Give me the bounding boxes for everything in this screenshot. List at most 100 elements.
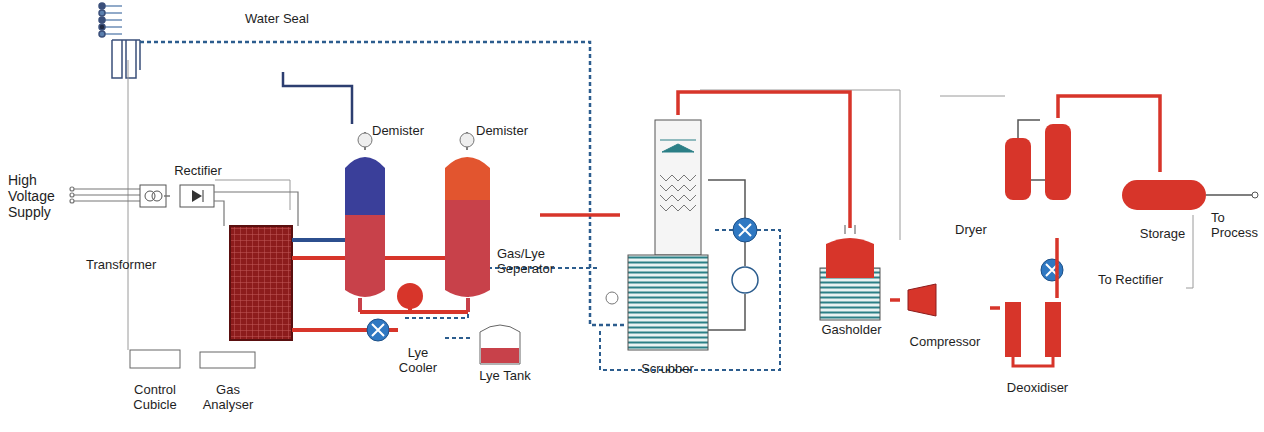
dryer-vessel-part [1018,120,1045,180]
oxygen-separator-part [345,215,385,297]
equipment-label: Deoxidiser [1007,381,1068,396]
gasholder-vessel-part [826,238,874,278]
pipe-connector [1058,96,1160,172]
lye-pump-part [372,324,384,336]
pipe-connector [540,213,620,217]
oxygen-separator-part [345,157,385,215]
equipment-label: Storage [1140,227,1186,242]
scrubber-box: Scrubber [620,115,715,377]
scrubber-vessel-part [606,292,618,304]
equipment-label: Lye Cooler [395,346,441,376]
gasholder-box: Gasholder [813,228,890,338]
storage-box: Storage [1115,172,1210,242]
dryer-box: Dryer [955,118,1075,238]
deoxidiser-vessel-part [1005,302,1021,357]
deoxidiser-box: Deoxidiser [1000,298,1075,396]
scrubber-vessel-part [660,140,696,152]
equipment-label: Compressor [910,335,981,350]
compressor-symbol [908,284,936,316]
signal-wire-part [128,60,129,350]
scrubber-vessel-part [655,120,701,255]
electrolyser-stack [230,226,292,340]
scrubber-vessel-part [708,180,745,330]
supply-wire-part [70,193,74,197]
equipment-label: Dryer [955,223,987,238]
equipment-label: Water Seal [245,12,309,27]
dryer-vessel-part [1005,138,1031,200]
storage-vessel-part [1122,180,1206,210]
rectifier-box: Rectifier [170,164,226,208]
bubbler-set-part [112,39,140,41]
rectifier-symbol-part [203,190,204,202]
storage-vessel-part [1206,194,1252,196]
hydrogen-separator-part [466,298,470,312]
equipment-label: Gasholder [822,323,882,338]
scrubber-vessel [606,120,758,350]
supply-wire-part [70,199,74,203]
bubbler-set-part [99,24,105,30]
outlet-label: To Process [1211,211,1261,241]
oxygen-separator [345,132,385,312]
supply-wire-part [72,189,140,201]
oxygen-separator-part [358,133,372,147]
gas-pump [1041,259,1063,281]
equipment-label: Gas Analyser [196,383,260,413]
water-seal-box: Water Seal [232,12,322,72]
lye-cooler-box: Lye Cooler [392,284,444,376]
equipment-label: Transformer [86,258,156,273]
rectifier-symbol-part [180,185,214,207]
gas-pump-part [1041,259,1063,281]
dryer-vessel-part [1045,124,1071,200]
equipment-label: Demister [476,124,528,139]
control-cubicle-box [130,350,180,368]
scrubber-vessel-part [660,175,696,211]
pipe-connector [164,195,170,197]
dc-wire [214,192,298,226]
lye-pump [367,319,389,341]
equipment-label: Lye Tank [479,369,530,384]
supply-wire-part [70,187,74,191]
gas-analyser-box [200,352,255,368]
scrubber-vessel-part [628,255,708,350]
lye-tank-vessel-part [481,348,519,363]
equipment-label: Demister [372,124,424,139]
storage-vessel-part [1252,192,1258,198]
scrubber-vessel-part [732,267,758,293]
dryer-vessel [1005,120,1071,200]
return-label: To Rectifier [1098,273,1163,288]
hydrogen-separator-part [445,157,490,200]
separator-label: Gas/Lye Seperator [497,247,579,277]
transformer-box: Transformer [86,183,164,273]
gas-analyser-box: Gas Analyser [193,349,263,413]
pipe-connector [283,72,352,124]
hydrogen-separator [445,132,490,312]
lye-tank-vessel [480,325,520,364]
lye-tank-box: Lye Tank [470,316,540,384]
scrubber-vessel-part [733,218,757,242]
pipe-connector [990,306,1000,310]
signal-wire-part [1186,215,1193,288]
signal-wire [128,60,1193,350]
bubbler-set-part [99,31,105,37]
hydrogen-separator-part [445,200,490,297]
pipe-connector [678,92,850,228]
transformer-symbol-part [140,185,166,207]
equipment-label: Scrubber [641,362,694,377]
lye-cooler-vessel [397,283,423,309]
pipe-connector [1055,238,1059,298]
bubbler-set [99,3,140,78]
hydrogen-separator-part [460,133,474,147]
signal-wire-part [940,96,1005,97]
lye-pump-part [367,319,389,341]
supply-label: High Voltage Supply [8,172,70,220]
bubbler-set-part [99,17,105,23]
deoxidiser-vessel-part [1013,357,1053,366]
bubbler-set-part [112,40,140,78]
demister-box: Demister [340,124,436,302]
deoxidiser-vessel-part [1045,302,1061,357]
pipe-connector [444,337,470,339]
